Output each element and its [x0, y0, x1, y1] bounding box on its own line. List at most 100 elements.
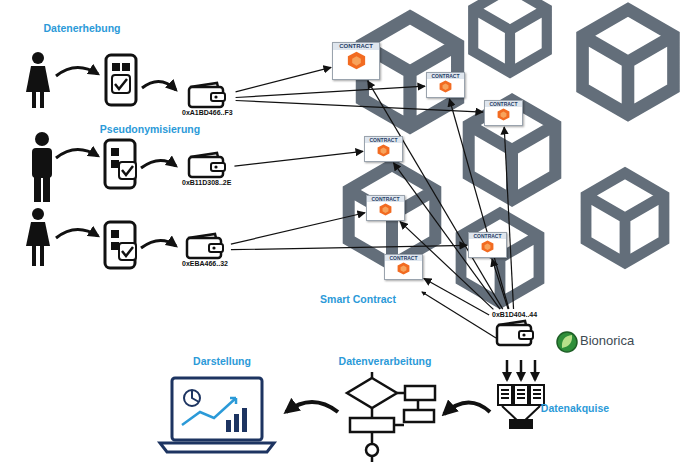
person-woman	[26, 208, 50, 266]
arrow-connector	[236, 101, 483, 113]
wallet-button	[215, 95, 218, 98]
curved-arrow	[56, 229, 98, 238]
wallet-icon	[187, 81, 227, 109]
block-cube	[349, 165, 436, 265]
wallet-address: 0xEBA466..32	[182, 260, 228, 268]
acquisition-arrows	[507, 360, 535, 380]
contract-emblem	[375, 144, 392, 157]
smart-contract: CONTRACT	[484, 100, 523, 126]
documents-icon	[498, 385, 544, 428]
stage-label: Darstellung	[193, 355, 251, 367]
stage-label: Datenverarbeitung	[339, 355, 432, 367]
wallet-node: 0xB1D404..44	[490, 310, 539, 348]
wallet-clasp	[519, 331, 533, 339]
curved-arrow	[142, 81, 176, 90]
phone-icon	[105, 140, 136, 188]
contract-band: CONTRACT	[367, 196, 404, 202]
contract-band: CONTRACT	[333, 43, 379, 50]
contract-title: CONTRACT	[487, 101, 519, 107]
arrow-connector	[234, 151, 363, 166]
contract-emblem	[395, 262, 412, 275]
contract-hexagon-inner	[501, 112, 507, 119]
block-cube	[583, 10, 674, 115]
contract-hexagon	[482, 241, 494, 253]
contract-hexagon-inner	[352, 56, 361, 66]
wallet-clasp	[211, 93, 225, 101]
phone-icon	[106, 55, 136, 105]
flowchart-icon	[347, 372, 435, 462]
contract-hexagon	[347, 52, 364, 69]
stage-label: Smart Contract	[320, 293, 396, 305]
stage-label: Datenakquise	[541, 402, 609, 414]
flow-arrows	[56, 67, 176, 248]
contract-band: CONTRACT	[469, 233, 506, 239]
process-arrows	[286, 402, 490, 414]
block-cube	[473, 0, 547, 72]
smart-contract-pointer	[422, 292, 496, 338]
contract-emblem	[437, 80, 454, 93]
smart-contract: CONTRACT	[468, 232, 507, 258]
curved-arrow	[141, 160, 176, 168]
wallet-address: 0xB11D308..2E	[182, 179, 231, 187]
wallet-button	[522, 334, 525, 337]
contract-hexagon-inner	[401, 266, 407, 273]
contract-hexagon-inner	[383, 207, 389, 214]
contract-hexagon	[440, 81, 452, 93]
wallet-clasp	[209, 244, 223, 252]
contract-title: CONTRACT	[429, 73, 461, 79]
wallet-address: 0xA1BD466..F3	[182, 109, 233, 117]
contract-hexagon	[398, 263, 410, 275]
contract-band: CONTRACT	[385, 255, 422, 261]
contract-title: CONTRACT	[369, 196, 401, 202]
bionorica-logo	[557, 332, 577, 352]
contract-emblem	[345, 51, 368, 70]
smart-contract: CONTRACT	[384, 254, 423, 280]
wallet-clasp	[211, 163, 225, 171]
contract-title: CONTRACT	[337, 43, 375, 50]
wallet-node: 0xB11D308..2E	[180, 150, 233, 188]
wallet-button	[212, 246, 215, 249]
contract-title: CONTRACT	[387, 255, 419, 261]
wallet-icon	[185, 232, 225, 260]
contract-hexagon	[378, 145, 390, 157]
arrow-connector	[236, 86, 425, 97]
contract-hexagon	[380, 204, 392, 216]
curved-arrow	[56, 149, 98, 158]
laptop-icon	[160, 378, 274, 452]
contract-hexagon-inner	[381, 148, 387, 155]
arrow-connector	[449, 99, 508, 309]
brand-name: Bionorica	[580, 333, 634, 348]
smart-contract: CONTRACT	[332, 42, 380, 80]
wallet-node: 0xEBA466..32	[180, 231, 230, 269]
wallet-button	[214, 165, 217, 168]
arrow-connector	[236, 67, 331, 92]
smart-contract: CONTRACT	[366, 195, 405, 221]
contract-hexagon-inner	[485, 244, 491, 251]
contract-hexagon	[498, 109, 510, 121]
contract-title: CONTRACT	[471, 233, 503, 239]
arrow-connector	[492, 259, 508, 309]
person-woman	[26, 52, 50, 108]
arrow-connector	[504, 127, 513, 309]
wallet-icon	[187, 151, 227, 179]
person-man	[32, 132, 52, 202]
wallet-address: 0xB1D404..44	[492, 311, 537, 319]
block-cube	[586, 173, 664, 263]
phones	[105, 55, 136, 268]
contract-hexagon-inner	[443, 84, 449, 91]
arrow-connector	[231, 213, 365, 244]
smart-contract: CONTRACT	[426, 72, 465, 98]
wallet-node: 0xA1BD466..F3	[180, 80, 235, 118]
wallet-icon	[495, 319, 535, 347]
contract-band: CONTRACT	[485, 101, 522, 107]
contract-emblem	[479, 240, 496, 253]
arrow-connector	[231, 245, 467, 249]
phone-icon	[105, 222, 136, 268]
contract-emblem	[495, 108, 512, 121]
stage-label: Datenerhebung	[43, 22, 120, 34]
curved-arrow	[141, 240, 176, 248]
contract-band: CONTRACT	[427, 73, 464, 79]
arrow-connector	[424, 278, 489, 315]
stage-label: Pseudonymisierung	[100, 123, 200, 135]
block-cube	[469, 100, 556, 200]
